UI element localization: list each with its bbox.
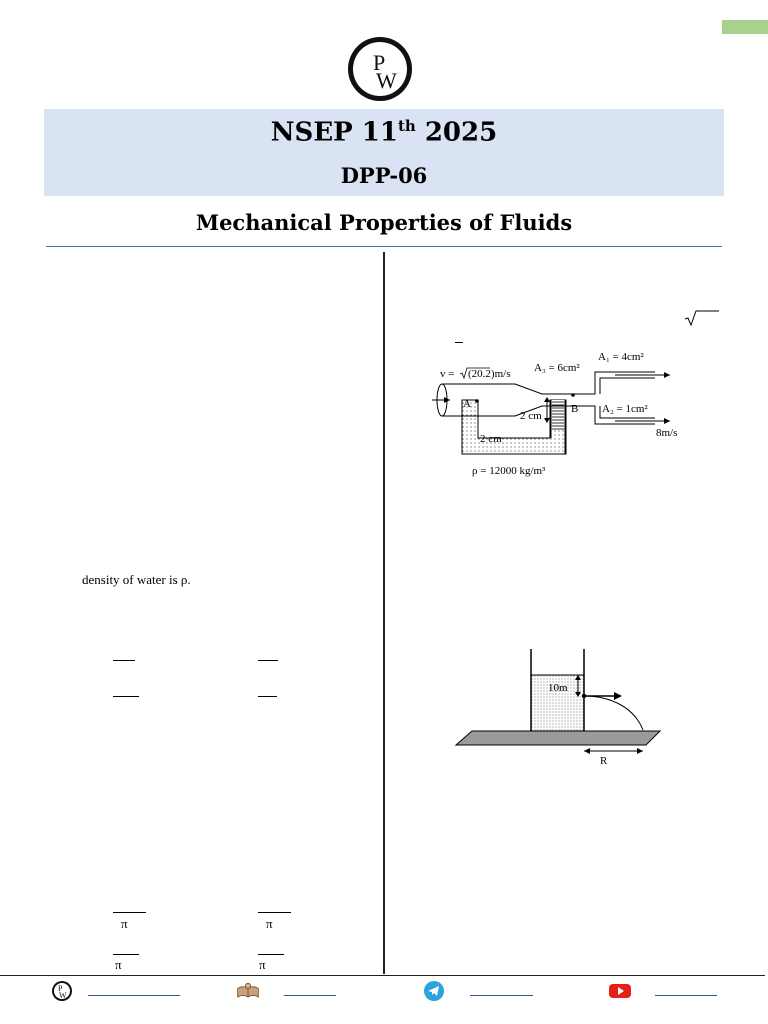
footer-link[interactable] — [88, 995, 180, 996]
footer-link[interactable] — [284, 995, 336, 996]
fig1-height-label-2: 2 cm — [480, 433, 502, 445]
svg-text:P: P — [58, 984, 63, 993]
fraction-bar — [258, 912, 291, 913]
fraction-bar — [258, 696, 277, 697]
pw-logo-icon[interactable]: P W — [50, 980, 74, 1002]
pi-symbol: π — [266, 916, 273, 931]
fig1-height-label: 2 cm — [520, 410, 542, 422]
book-icon[interactable] — [236, 980, 260, 1002]
subject-heading: Mechanical Properties of Fluids — [195, 210, 573, 235]
footer-link[interactable] — [655, 995, 717, 996]
page-title: NSEP 11th 2025 — [270, 117, 498, 148]
fig1-point-a: A — [463, 398, 471, 410]
fig1-a1: A₁ = 4cm² — [598, 351, 644, 363]
footer-rule — [0, 975, 765, 976]
fraction-bar — [113, 660, 135, 661]
pi-symbol: π — [121, 916, 128, 931]
fig2-height: 10m — [548, 682, 568, 694]
fig1-point-b: B — [571, 403, 578, 415]
sqrt-sign — [684, 310, 719, 326]
dash-mark — [455, 342, 463, 343]
footer-link[interactable] — [470, 995, 533, 996]
fig1-velocity: v = — [440, 368, 454, 380]
youtube-icon[interactable] — [608, 980, 632, 1002]
fraction-bar — [258, 660, 278, 661]
svg-text:P: P — [373, 50, 385, 75]
fig2-range: R — [600, 755, 608, 767]
column-divider — [383, 252, 385, 974]
fig1-density: ρ = 12000 kg/m³ — [472, 465, 546, 477]
tank-figure: 10m R — [454, 649, 662, 767]
fig1-a3: A₃ = 6cm² — [534, 362, 580, 374]
svg-text:W: W — [59, 991, 67, 1000]
fraction-bar — [113, 954, 139, 955]
fraction-bar — [113, 912, 146, 913]
fig1-speed-out: 8m/s — [656, 427, 677, 439]
pi-symbol: π — [115, 957, 122, 972]
svg-text:W: W — [376, 68, 397, 93]
telegram-icon[interactable] — [422, 980, 446, 1002]
density-text: density of water is ρ. — [82, 572, 191, 587]
title-banner: NSEP 11th 2025 DPP-06 — [44, 109, 724, 196]
fig1-velocity-root: (20.2)m/s — [468, 368, 510, 380]
heading-rule — [46, 246, 722, 247]
venturi-figure: v = (20.2)m/s A₃ = 6cm² A₁ = 4cm² A₂ = 1… — [432, 351, 677, 477]
corner-tab — [722, 20, 768, 34]
fig1-a2: A₂ = 1cm² — [602, 403, 648, 415]
pw-logo-icon: P W — [348, 37, 412, 101]
pi-symbol: π — [259, 957, 266, 972]
fraction-bar — [113, 696, 139, 697]
fraction-bar — [258, 954, 284, 955]
page-subtitle: DPP-06 — [340, 163, 428, 188]
